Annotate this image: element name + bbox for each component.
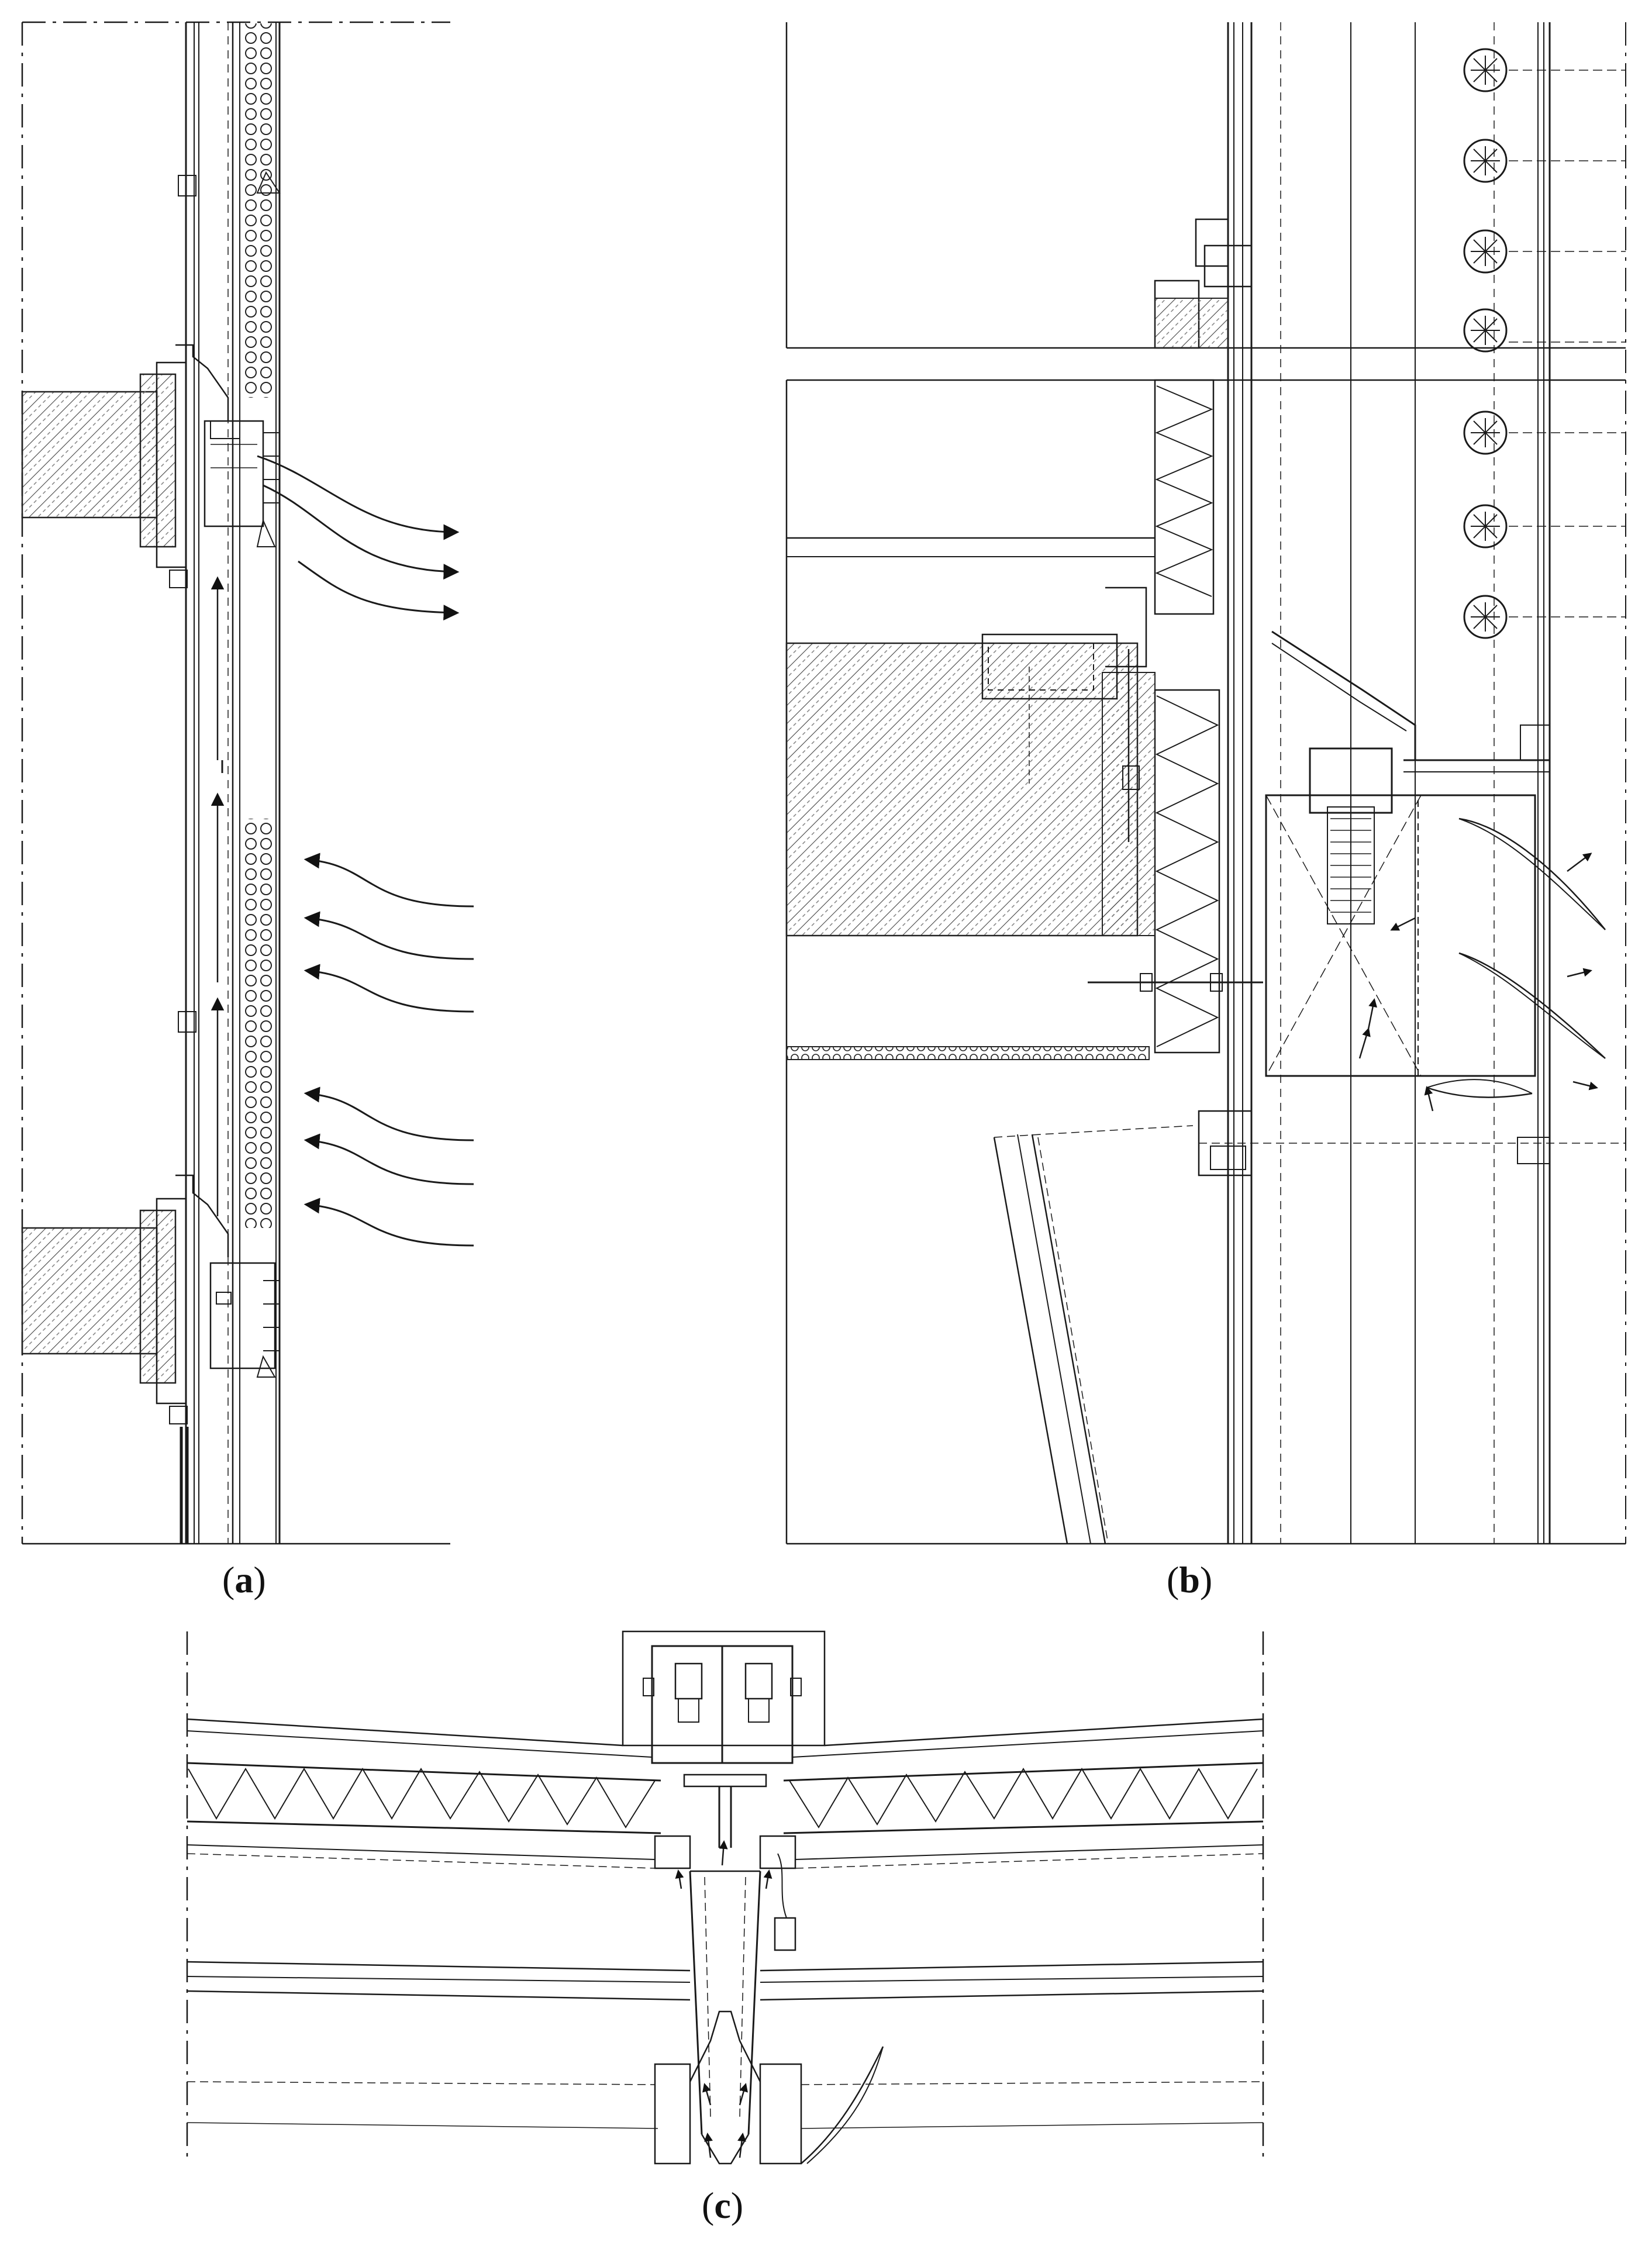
panel-c-curved-facade-plan <box>186 1630 1264 2165</box>
caption-a: (a) <box>222 1559 266 1600</box>
caption-b: (b) <box>1167 1559 1213 1600</box>
caption-c: (c) <box>702 2185 744 2226</box>
panel-b-box-window-section <box>785 22 1626 1545</box>
panel-a-ventilated-facade-section <box>21 21 474 1545</box>
